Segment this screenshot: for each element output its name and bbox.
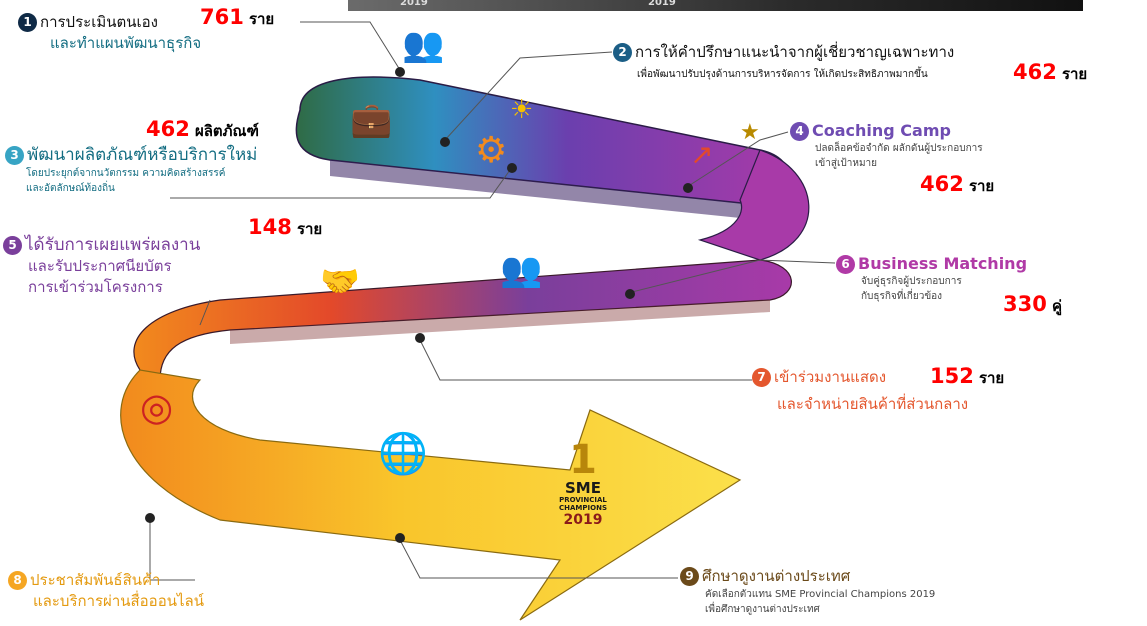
lightbulb-icon: ☀ xyxy=(510,95,534,125)
step-5-sub1: และรับประกาศนียบัตร xyxy=(28,257,172,275)
logo-year: 2019 xyxy=(563,512,603,528)
step-badge-4: 4 xyxy=(790,122,809,141)
banner-year-2: 2019 xyxy=(648,0,676,8)
step-6-title: Business Matching xyxy=(858,254,1028,273)
step-badge-8: 8 xyxy=(8,571,27,590)
step-badge-1: 1 xyxy=(18,13,37,32)
business-people-icon-2: 👥 xyxy=(500,250,543,290)
step-7-stat: 152 ราย xyxy=(930,364,1004,390)
logo-line3: CHAMPIONS xyxy=(559,504,607,512)
step-9-sub1: คัดเลือกตัวแทน SME Provincial Champions … xyxy=(705,589,936,600)
step-badge-7: 7 xyxy=(752,368,771,387)
consultant-icon: 💼 xyxy=(350,100,393,140)
step-9-title: ศึกษาดูงานต่างประเทศ xyxy=(702,567,851,585)
step-5-stat-value: 148 xyxy=(248,215,292,239)
step-3-stat-unit: ผลิตภัณฑ์ xyxy=(194,122,259,140)
step-7-sub: และจำหน่ายสินค้าที่ส่วนกลาง xyxy=(777,395,969,413)
step-4-sub1: ปลดล็อคข้อจำกัด ผลักดันผู้ประกอบการ xyxy=(815,143,983,154)
step-5-stat: 148 ราย xyxy=(248,215,322,241)
step-8-sub: และบริการผ่านสื่อออนไลน์ xyxy=(33,592,204,610)
step-6-sub2: กับธุรกิจที่เกี่ยวข้อง xyxy=(861,291,943,302)
step-3-stat-value: 462 xyxy=(146,117,190,141)
step-4-title: Coaching Camp xyxy=(812,121,951,140)
gear-icon: ⚙ xyxy=(475,130,508,171)
step-2-sub: เพื่อพัฒนาปรับปรุงด้านการบริหารจัดการ ให… xyxy=(637,69,928,80)
step-7-stat-unit: ราย xyxy=(978,369,1005,387)
step-9-sub2: เพื่อศึกษาดูงานต่างประเทศ xyxy=(705,604,820,615)
step-3-title: พัฒนาผลิตภัณฑ์หรือบริการใหม่ xyxy=(27,145,258,165)
business-people-icon: 👥 xyxy=(402,25,445,65)
step-2-stat-unit: ราย xyxy=(1061,65,1088,83)
step-3-sub1: โดยประยุกต์จากนวัตกรรม ความคิดสร้างสรรค์ xyxy=(26,168,226,179)
trophy-icon: ★ xyxy=(740,120,760,145)
step-2-stat-value: 462 xyxy=(1013,60,1057,84)
step-4-stat-unit: ราย xyxy=(968,177,995,195)
step-2-title: การให้คำปรึกษาแนะนำจากผู้เชี่ยวชาญเฉพาะท… xyxy=(635,43,955,61)
step-1-stat-value: 761 xyxy=(200,5,244,29)
step-badge-6: 6 xyxy=(836,255,855,274)
step-5-sub2: การเข้าร่วมโครงการ xyxy=(28,278,163,296)
step-6-stat-value: 330 xyxy=(1003,292,1047,316)
step-1-sub: และทำแผนพัฒนาธุรกิจ xyxy=(50,34,202,52)
target-icon: ◎ xyxy=(140,385,174,429)
step-1-stat-unit: ราย xyxy=(248,10,275,28)
step-2-stat: 462 ราย xyxy=(1013,60,1087,86)
step-3-sub2: และอัตลักษณ์ท้องถิ่น xyxy=(26,183,115,194)
step-5-title: ได้รับการเผยแพร่ผลงาน xyxy=(25,235,201,255)
step-badge-5: 5 xyxy=(3,235,22,255)
step-3-stat: 462 ผลิตภัณฑ์ xyxy=(146,117,259,143)
step-badge-2: 2 xyxy=(613,43,632,62)
step-8-title: ประชาสัมพันธ์สินค้า xyxy=(30,571,161,589)
growth-arrow-icon: ↗ xyxy=(690,138,714,171)
sme-logo: 1 SME PROVINCIAL CHAMPIONS 2019 xyxy=(548,440,618,528)
logo-line1: SME xyxy=(565,479,601,497)
top-banner: 2019 2019 xyxy=(348,0,1083,11)
step-7-stat-value: 152 xyxy=(930,364,974,388)
globe-icon: 🌐 xyxy=(378,431,428,477)
step-4-stat-value: 462 xyxy=(920,172,964,196)
handshake-icon: 🤝 xyxy=(320,262,360,300)
step-6-stat-unit: คู่ xyxy=(1051,297,1062,315)
step-badge-9: 9 xyxy=(680,567,699,586)
step-7-title: เข้าร่วมงานแสดง xyxy=(774,368,887,386)
step-5-stat-unit: ราย xyxy=(296,220,323,238)
step-4-sub2: เข้าสู่เป้าหมาย xyxy=(815,158,878,169)
step-6-sub1: จับคู่ธุรกิจผู้ประกอบการ xyxy=(861,276,962,287)
logo-line2: PROVINCIAL xyxy=(559,496,607,504)
step-6-stat: 330 คู่ xyxy=(1003,292,1062,318)
step-1-stat: 761 ราย xyxy=(200,5,274,31)
step-4-stat: 462 ราย xyxy=(920,172,994,198)
step-1-title: การประเมินตนเอง xyxy=(40,13,158,31)
banner-year-1: 2019 xyxy=(400,0,428,8)
logo-rank-mark: 1 xyxy=(569,437,597,483)
step-badge-3: 3 xyxy=(5,145,24,165)
